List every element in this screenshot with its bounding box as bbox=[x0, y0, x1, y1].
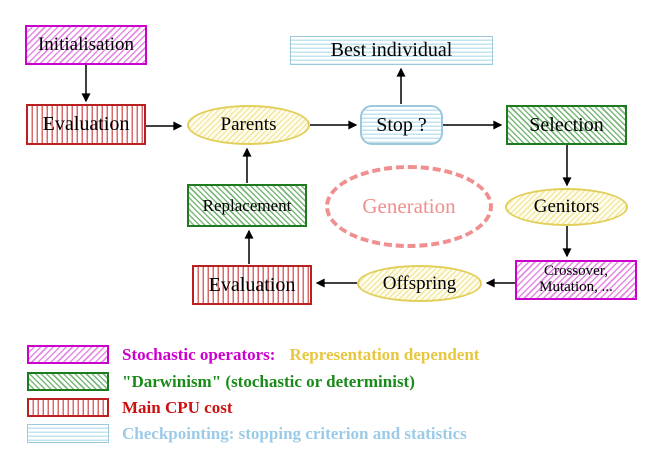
node-evaluation-top-label: Evaluation bbox=[42, 113, 130, 135]
legend-swatch-checkpointing bbox=[27, 424, 109, 443]
node-replacement: Replacement bbox=[187, 184, 307, 227]
node-parents: Parents bbox=[187, 105, 310, 145]
legend-label-darwinism: "Darwinism" (stochastic or determinist) bbox=[122, 372, 415, 391]
node-initialisation-label: Initialisation bbox=[37, 34, 135, 56]
node-initialisation: Initialisation bbox=[25, 25, 147, 65]
node-stop-label: Stop ? bbox=[376, 113, 427, 136]
node-replacement-label: Replacement bbox=[202, 195, 292, 215]
legend-label-main-cpu-cost: Main CPU cost bbox=[122, 398, 233, 417]
node-offspring-label: Offspring bbox=[382, 272, 457, 294]
node-selection: Selection bbox=[506, 105, 627, 145]
node-crossover-label: Crossover, bbox=[544, 263, 608, 280]
node-evaluation-top: Evaluation bbox=[26, 104, 146, 145]
legend-label-checkpointing: Checkpointing: stopping criterion and st… bbox=[122, 424, 467, 443]
node-mutation-label: Mutation, ... bbox=[539, 279, 613, 295]
legend-item-stochastic-operators: Stochastic operators: Representation depe… bbox=[122, 345, 479, 365]
legend-swatch-stochastic-operators bbox=[27, 345, 109, 364]
node-offspring: Offspring bbox=[357, 265, 482, 302]
node-evaluation-bottom-label: Evaluation bbox=[208, 273, 296, 296]
legend-label-representation-dependent: Representation dependent bbox=[289, 345, 480, 364]
legend-label-stochastic-operators: Stochastic operators: bbox=[122, 345, 276, 364]
node-generation: Generation bbox=[325, 165, 493, 248]
node-best-individual-label: Best individual bbox=[330, 39, 453, 61]
node-genitors: Genitors bbox=[505, 188, 628, 226]
node-generation-label: Generation bbox=[362, 194, 456, 218]
legend-swatch-darwinism bbox=[27, 372, 109, 391]
node-genitors-label: Genitors bbox=[533, 196, 600, 218]
legend-swatch-main-cpu-cost bbox=[27, 398, 109, 417]
node-parents-label: Parents bbox=[220, 114, 277, 136]
node-selection-label: Selection bbox=[529, 113, 604, 136]
node-evaluation-bottom: Evaluation bbox=[192, 265, 312, 305]
node-crossover-mutation: Crossover, Mutation, ... bbox=[515, 260, 637, 300]
node-stop: Stop ? bbox=[360, 105, 443, 145]
node-best-individual: Best individual bbox=[290, 36, 493, 65]
